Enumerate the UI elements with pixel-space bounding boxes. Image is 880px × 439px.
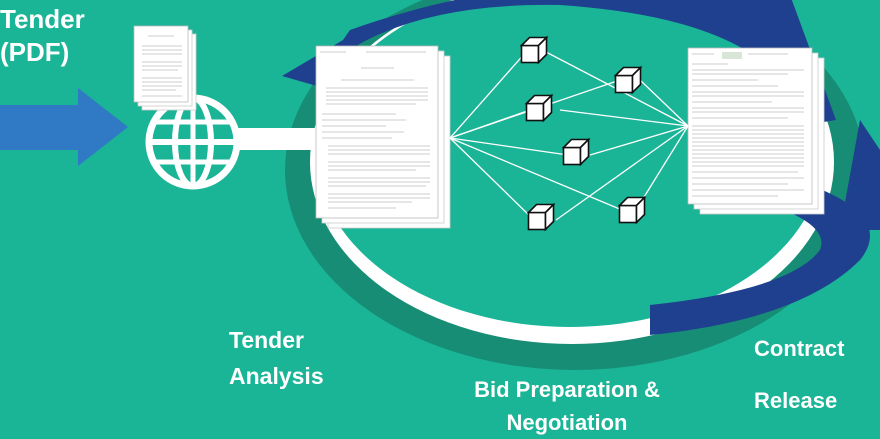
tender-pdf-document-icon	[133, 25, 197, 111]
right-arrow-head	[840, 120, 880, 230]
contract-logo	[722, 52, 742, 59]
cube-icon	[519, 35, 549, 65]
tender-analysis-label: Tender Analysis	[229, 322, 324, 394]
contract-document-icon	[687, 47, 825, 215]
cube-icon	[526, 202, 556, 232]
tender-pdf-label-line2: (PDF)	[0, 36, 70, 67]
bid-preparation-label: Bid Preparation & Negotiation	[444, 373, 690, 439]
cube-icon	[613, 65, 643, 95]
globe-icon	[145, 94, 241, 190]
cube-icon	[561, 137, 591, 167]
tender-analysis-document-icon	[315, 45, 451, 229]
tender-analysis-label-line2: Analysis	[229, 363, 324, 389]
tender-analysis-label-line1: Tender	[229, 327, 304, 353]
cube-icon	[524, 93, 554, 123]
cube-icon	[617, 195, 647, 225]
input-arrow	[0, 88, 128, 166]
bid-preparation-label-line1: Bid Preparation &	[474, 377, 660, 402]
contract-release-label-line1: Contract	[754, 336, 845, 361]
cube-icon	[519, 35, 647, 232]
bid-preparation-label-line2: Negotiation	[506, 410, 628, 435]
right-arc-arrow	[650, 175, 870, 335]
top-arc-arrow	[322, 0, 836, 125]
connector-bar	[230, 128, 330, 150]
tender-pdf-label: Tender (PDF)	[0, 3, 85, 68]
contract-release-label: Contract Release	[754, 323, 844, 427]
tender-pdf-label-line1: Tender	[0, 4, 85, 34]
contract-release-label-line2: Release	[754, 388, 838, 413]
